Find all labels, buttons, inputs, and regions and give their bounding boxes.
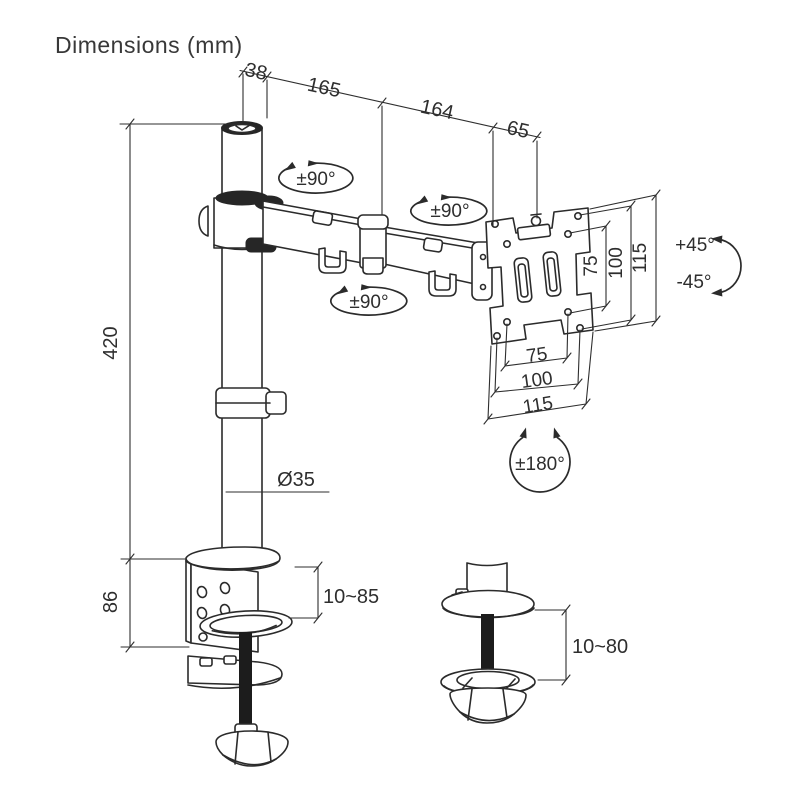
dim-38: 38	[243, 59, 269, 85]
cable-clip-top-1	[311, 210, 334, 226]
dim-420: 420	[100, 326, 122, 359]
clamp-top-plate	[185, 546, 281, 571]
grommet-threaded-rod	[481, 614, 494, 678]
arm	[262, 200, 485, 297]
dim-86: 86	[100, 591, 122, 613]
pole-top-cap	[227, 123, 257, 134]
dim-165: 165	[305, 74, 342, 103]
swivel-arrow-bottom	[329, 286, 408, 316]
vesa-head	[471, 207, 594, 345]
collar-bolt	[198, 205, 209, 237]
dim-164: 164	[418, 96, 455, 125]
tilt-screw	[530, 215, 542, 227]
clamp-holes	[196, 581, 231, 642]
grommet-knob	[449, 687, 527, 724]
cable-hook-1	[318, 247, 347, 274]
dim-pole-diameter: Ø35	[277, 469, 315, 491]
dim-vesa-v115: 115	[630, 243, 651, 273]
label-tilt-down: -45°	[676, 272, 711, 293]
dim-vesa-v100: 100	[606, 247, 627, 279]
tilt-arrow	[721, 239, 742, 293]
cable-hook-2	[428, 270, 457, 297]
swivel-arrow-mid	[409, 196, 488, 226]
diagram-title: Dimensions (mm)	[55, 32, 243, 58]
clamp-knob	[215, 723, 289, 767]
swivel-arrow-top	[278, 162, 354, 194]
cable-clip-top-2	[422, 237, 444, 253]
pan-arrow	[509, 436, 571, 493]
labels: Dimensions (mm) 38 165 164 65 420 86 Ø35…	[55, 32, 715, 658]
dimension-lines	[119, 66, 661, 686]
vesa-slot-right	[542, 251, 562, 297]
pole-cable-clip	[215, 387, 287, 419]
desk-clamp	[185, 546, 293, 767]
label-tilt-up: +45°	[675, 235, 715, 256]
dim-vesa-h115: 115	[521, 393, 554, 418]
grommet-top-disc	[441, 589, 535, 619]
dim-clamp-range: 10~85	[323, 586, 379, 608]
dim-vesa-h75: 75	[525, 344, 549, 368]
grommet-mount	[440, 562, 536, 724]
clamp-threaded-rod	[239, 632, 252, 736]
label-pan: ±180°	[515, 454, 565, 475]
label-swivel-bottom: ±90°	[349, 292, 388, 313]
dim-grommet-range: 10~80	[572, 636, 628, 658]
vesa-slot-left	[513, 257, 533, 303]
label-swivel-mid: ±90°	[430, 201, 469, 222]
dim-vesa-v75: 75	[581, 255, 602, 276]
dim-65: 65	[505, 117, 531, 143]
label-swivel-top: ±90°	[296, 169, 335, 190]
dim-vesa-h100: 100	[520, 368, 554, 393]
rotation-arrows	[278, 160, 742, 493]
